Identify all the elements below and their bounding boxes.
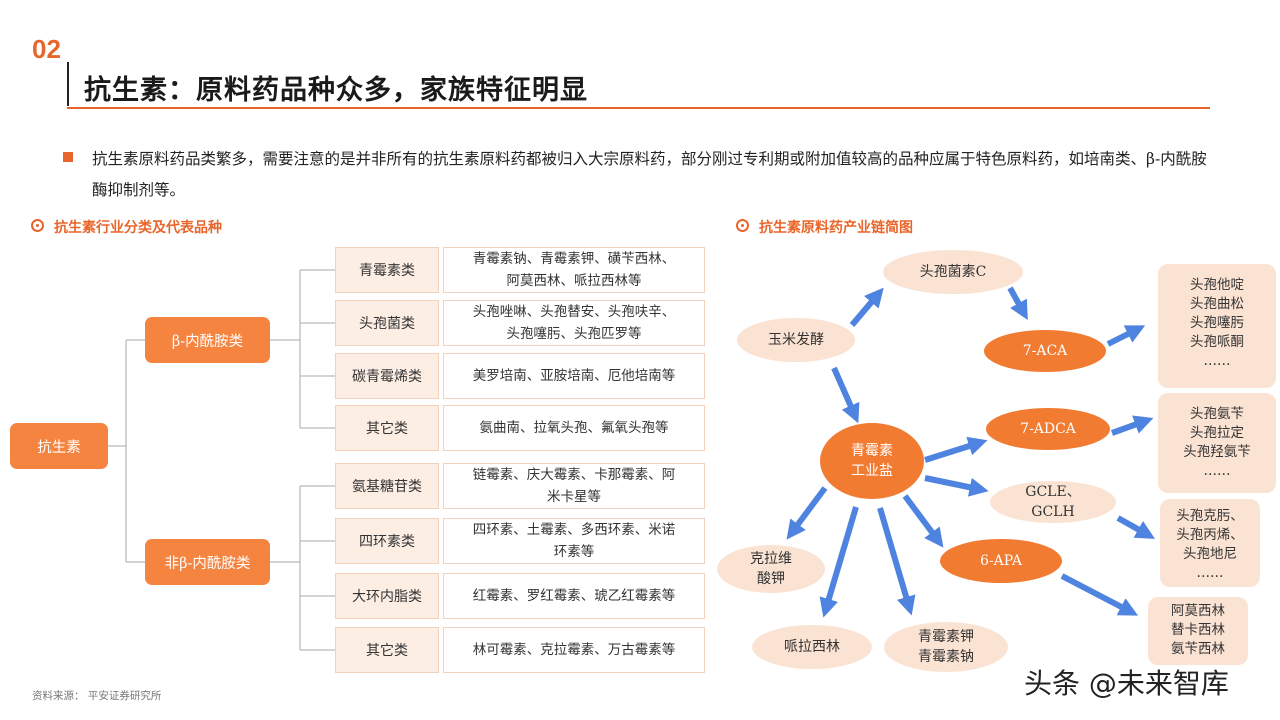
arrow-corn-to-pen — [831, 366, 860, 424]
node-penicillin-industrial-salt: 青霉素工业盐 — [820, 423, 924, 499]
examples-penicillins: 青霉素钠、青霉素钾、磺苄西林、阿莫西林、哌拉西林等 — [443, 247, 705, 293]
category-cephalosporins: 头孢菌类 — [335, 300, 439, 346]
title-underline — [67, 107, 1210, 109]
examples-cephalosporins: 头孢唑啉、头孢替安、头孢呋辛、头孢噻肟、头孢匹罗等 — [443, 300, 705, 346]
arrow-adca-to-out — [1110, 415, 1154, 436]
outputs-6-apa: 阿莫西林替卡西林氨苄西林 — [1148, 597, 1248, 665]
node-penicillin-potassium-sodium: 青霉素钾青霉素钠 — [884, 622, 1008, 672]
node-gcle-gclh: GCLE、GCLH — [990, 481, 1116, 523]
arrow-pen-to-gcle — [924, 475, 989, 497]
arrow-gcle-to-out — [1116, 515, 1156, 539]
examples-tetracyclines: 四环素、土霉素、多西环素、米诺环素等 — [443, 518, 705, 564]
target-icon — [31, 219, 44, 232]
target-icon — [736, 219, 749, 232]
outputs-7-adca: 头孢氨苄头孢拉定头孢羟氨苄…… — [1158, 393, 1276, 493]
examples-carbapenems: 美罗培南、亚胺培南、厄他培南等 — [443, 353, 705, 399]
node-corn-fermentation: 玉米发酵 — [737, 318, 855, 362]
root-antibiotics: 抗生素 — [10, 423, 108, 469]
examples-aminoglycosides: 链霉素、庆大霉素、卡那霉素、阿米卡星等 — [443, 463, 705, 509]
arrow-pen-to-penk — [877, 507, 916, 616]
arrow-pen-to-clav — [786, 486, 828, 540]
category-macrolides: 大环内脂类 — [335, 573, 439, 619]
examples-macrolides: 红霉素、罗红霉素、琥乙红霉素等 — [443, 573, 705, 619]
group-beta-lactam: β-内酰胺类 — [145, 317, 270, 363]
arrow-pen-to-apa — [902, 494, 944, 548]
group-non-beta-lactam: 非β-内酰胺类 — [145, 539, 270, 585]
category-carbapenems: 碳青霉烯类 — [335, 353, 439, 399]
node-piperacillin: 哌拉西林 — [752, 625, 872, 669]
page-title: 抗生素：原料药品种众多，家族特征明显 — [84, 75, 588, 106]
outputs-gcle: 头孢克肟、头孢丙烯、头孢地尼…… — [1160, 499, 1260, 587]
arrow-cephc-to-aca — [1007, 286, 1028, 321]
category-tetracyclines: 四环素类 — [335, 518, 439, 564]
node-cephalosporin-c: 头孢菌素C — [883, 250, 1023, 294]
category-penicillins: 青霉素类 — [335, 247, 439, 293]
section-number: 02 — [32, 34, 61, 64]
title-bar-divider — [67, 62, 69, 106]
examples-other-beta: 氨曲南、拉氧头孢、氟氧头孢等 — [443, 405, 705, 451]
left-section-heading: 抗生素行业分类及代表品种 — [54, 220, 222, 236]
examples-other-non-beta: 林可霉素、克拉霉素、万古霉素等 — [443, 627, 705, 673]
node-7-aca: 7-ACA — [984, 330, 1106, 372]
arrow-pen-to-pipe — [819, 506, 859, 618]
bullet-text: 抗生素原料药品类繁多，需要注意的是并非所有的抗生素原料药都被归入大宗原料药，部分… — [92, 150, 1207, 199]
arrow-corn-to-cephc — [849, 287, 884, 327]
arrow-apa-to-out — [1060, 573, 1139, 616]
arrow-aca-to-out — [1106, 325, 1146, 347]
category-other-beta: 其它类 — [335, 405, 439, 451]
bullet-square-icon — [63, 152, 73, 162]
category-other-non-beta: 其它类 — [335, 627, 439, 673]
outputs-7-aca: 头孢他啶头孢曲松头孢噻肟头孢哌酮…… — [1158, 264, 1276, 388]
node-potassium-clavulanate: 克拉维酸钾 — [717, 545, 825, 593]
watermark: 头条 @未来智库 — [1024, 667, 1229, 700]
source-note: 资料来源： 平安证券研究所 — [32, 690, 162, 702]
node-7-adca: 7-ADCA — [986, 408, 1110, 450]
node-6-apa: 6-APA — [940, 539, 1062, 583]
category-aminoglycosides: 氨基糖苷类 — [335, 463, 439, 509]
arrow-pen-to-adca — [924, 436, 988, 463]
right-section-heading: 抗生素原料药产业链简图 — [759, 220, 913, 236]
